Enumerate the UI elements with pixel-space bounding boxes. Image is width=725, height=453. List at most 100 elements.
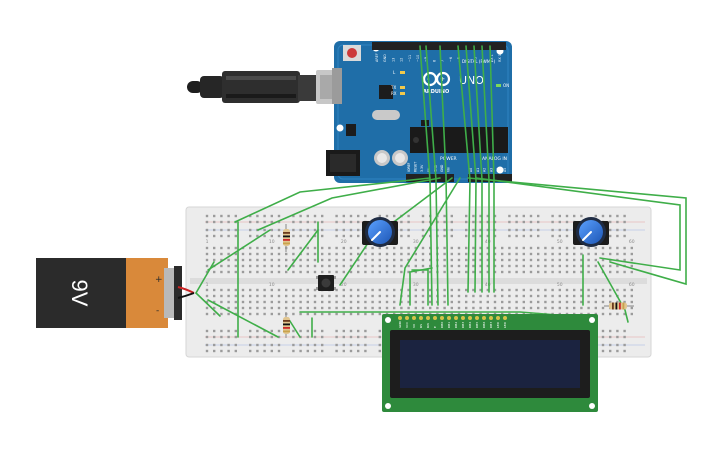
breadboard-hole xyxy=(450,228,453,232)
breadboard-hole xyxy=(349,220,353,224)
breadboard-hole xyxy=(421,228,425,232)
led-label-rx: RX xyxy=(391,91,397,96)
breadboard-hole xyxy=(213,300,216,304)
breadboard-hole xyxy=(220,220,223,224)
breadboard-hole xyxy=(537,252,540,256)
breadboard-hole xyxy=(522,288,525,292)
breadboard-hole xyxy=(508,264,511,268)
breadboard-hole xyxy=(465,294,468,298)
breadboard-hole xyxy=(609,335,612,339)
breadboard-hole xyxy=(537,228,540,232)
breadboard-hole xyxy=(256,343,259,347)
breadboard-hole xyxy=(537,300,540,304)
breadboard-hole xyxy=(573,300,576,304)
breadboard-hole xyxy=(249,228,252,232)
breadboard-hole xyxy=(486,300,489,304)
breadboard-hole xyxy=(277,270,281,274)
lcd-pin xyxy=(454,316,458,320)
digital-pin-label: ~10 xyxy=(416,55,420,62)
lcd-pin xyxy=(426,316,430,320)
breadboard-hole xyxy=(515,214,518,218)
breadboard-hole xyxy=(270,329,273,333)
breadboard-hole xyxy=(558,294,561,298)
breadboard-hole xyxy=(472,234,475,238)
breadboard-hole xyxy=(220,349,223,353)
breadboard-hole xyxy=(594,252,597,256)
breadboard-hole xyxy=(573,288,576,292)
breadboard-hole xyxy=(501,294,504,298)
breadboard-hole xyxy=(551,258,554,262)
breadboard-hole xyxy=(623,228,626,232)
breadboard-hole xyxy=(277,300,281,304)
breadboard-hole xyxy=(213,214,216,218)
breadboard-hole xyxy=(472,264,475,268)
breadboard-hole xyxy=(551,270,554,274)
analog-pin-label: A3 xyxy=(489,168,493,172)
breadboard-hole xyxy=(400,252,403,256)
breadboard-hole xyxy=(299,294,302,298)
breadboard-hole xyxy=(306,343,309,347)
arduino-uno-board: L TX RX ON - + ARDUINO UNO DIGITAL (PWM~… xyxy=(326,41,512,183)
breadboard-column-number: 40 xyxy=(485,239,491,245)
lcd-pin-label: DB3 xyxy=(461,322,465,328)
wire xyxy=(409,267,433,306)
breadboard-hole xyxy=(551,294,554,298)
breadboard-hole xyxy=(313,220,317,224)
lcd-pin-label: GND xyxy=(398,320,402,328)
breadboard-hole xyxy=(609,252,612,256)
breadboard-hole xyxy=(227,343,230,347)
breadboard-hole xyxy=(234,329,237,333)
wire xyxy=(399,177,461,306)
breadboard-hole xyxy=(249,349,252,353)
breadboard-hole xyxy=(306,214,309,218)
breadboard-hole xyxy=(472,246,475,250)
breadboard-hole xyxy=(335,300,338,304)
breadboard-hole xyxy=(321,246,324,250)
battery-9v: 9V + - xyxy=(36,258,182,328)
breadboard-hole xyxy=(580,246,583,250)
breadboard-hole xyxy=(357,220,360,224)
digital-pin-label: GND xyxy=(383,54,387,62)
breadboard-hole xyxy=(465,246,468,250)
breadboard-hole xyxy=(479,300,482,304)
lcd-pin xyxy=(412,316,416,320)
breadboard-hole xyxy=(429,306,432,310)
breadboard-hole xyxy=(306,228,309,232)
breadboard-hole xyxy=(537,294,540,298)
breadboard-hole xyxy=(551,264,554,268)
breadboard-hole xyxy=(616,343,619,347)
breadboard-hole xyxy=(357,264,360,268)
breadboard-hole xyxy=(551,288,554,292)
breadboard-hole xyxy=(335,335,338,339)
breadboard-hole xyxy=(565,214,569,218)
breadboard-hole xyxy=(313,252,317,256)
breadboard-hole xyxy=(493,300,497,304)
breadboard-hole xyxy=(421,214,425,218)
breadboard-hole xyxy=(220,246,223,250)
breadboard-hole xyxy=(450,300,453,304)
breadboard-hole xyxy=(249,312,252,316)
breadboard-hole xyxy=(306,258,309,262)
breadboard-hole xyxy=(234,288,237,292)
resistor-top-left xyxy=(283,224,290,252)
breadboard-hole xyxy=(364,329,367,333)
breadboard-hole xyxy=(486,234,489,238)
breadboard-hole xyxy=(321,312,324,316)
breadboard-hole xyxy=(313,335,317,339)
lcd-pin xyxy=(489,316,493,320)
breadboard-hole xyxy=(213,312,216,316)
breadboard-hole xyxy=(321,335,324,339)
breadboard-hole xyxy=(385,288,389,292)
breadboard-hole xyxy=(342,288,345,292)
breadboard-hole xyxy=(313,343,317,347)
lcd-pin-label: E xyxy=(433,326,437,328)
on-label: ON xyxy=(503,83,509,88)
power-label: POWER xyxy=(440,156,457,162)
breadboard-hole xyxy=(594,306,597,310)
breadboard-hole xyxy=(335,349,338,353)
breadboard-hole xyxy=(407,220,410,224)
breadboard-hole xyxy=(270,300,273,304)
breadboard-hole xyxy=(227,329,230,333)
breadboard-hole xyxy=(421,288,425,292)
